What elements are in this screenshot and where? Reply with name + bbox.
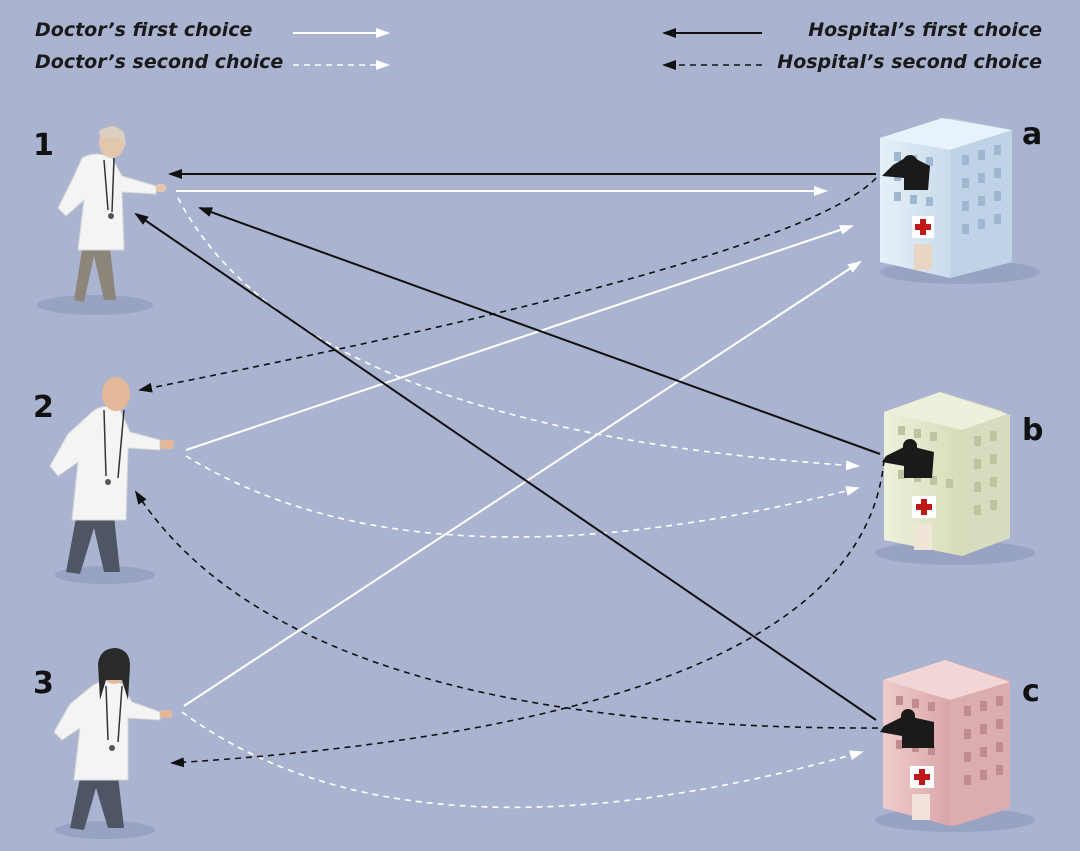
hospital-c-building <box>875 660 1035 832</box>
hospital-second-choice-arrows <box>134 177 885 768</box>
arrow-c-to-doctor1-first <box>134 212 877 721</box>
doctor-first-choice-arrows <box>176 186 862 707</box>
hospital-first-choice-arrows <box>134 169 881 721</box>
legend-doctor-second-label: Doctor’s second choice <box>35 51 284 73</box>
arrow-doctor3-to-c-second <box>181 711 864 809</box>
arrow-a-to-doctor2-second <box>138 177 877 393</box>
arrow-doctor1-to-b-second <box>177 197 860 471</box>
doctor-3-label: 3 <box>33 666 54 701</box>
arrow-doctor3-to-a-first <box>183 260 862 707</box>
arrow-doctor2-to-a-first <box>185 225 854 451</box>
arrow-doctor2-to-b-second <box>185 455 860 538</box>
arrow-b-to-doctor3-second <box>170 459 885 768</box>
hospital-b-building <box>875 392 1035 565</box>
doctor-3-figure <box>53 648 172 839</box>
doctor-1-label: 1 <box>33 128 54 163</box>
doctor-second-choice-arrows <box>177 197 864 809</box>
legend-hospital-first-label: Hospital’s first choice <box>808 19 1042 41</box>
hospital-c-label: c <box>1022 674 1040 709</box>
doctor-2-figure <box>49 377 174 584</box>
legend-hospital-second-label: Hospital’s second choice <box>777 51 1042 73</box>
doctor-1-figure <box>37 126 166 315</box>
hospital-a-building <box>880 118 1040 284</box>
arrow-b-to-doctor1-first <box>198 207 881 455</box>
hospital-a-label: a <box>1022 117 1043 152</box>
doctor-2-label: 2 <box>33 390 54 425</box>
arrow-c-to-doctor2-second <box>134 490 879 729</box>
legend-arrows <box>293 28 762 70</box>
hospital-b-label: b <box>1022 413 1044 448</box>
legend-doctor-first-label: Doctor’s first choice <box>35 19 253 41</box>
